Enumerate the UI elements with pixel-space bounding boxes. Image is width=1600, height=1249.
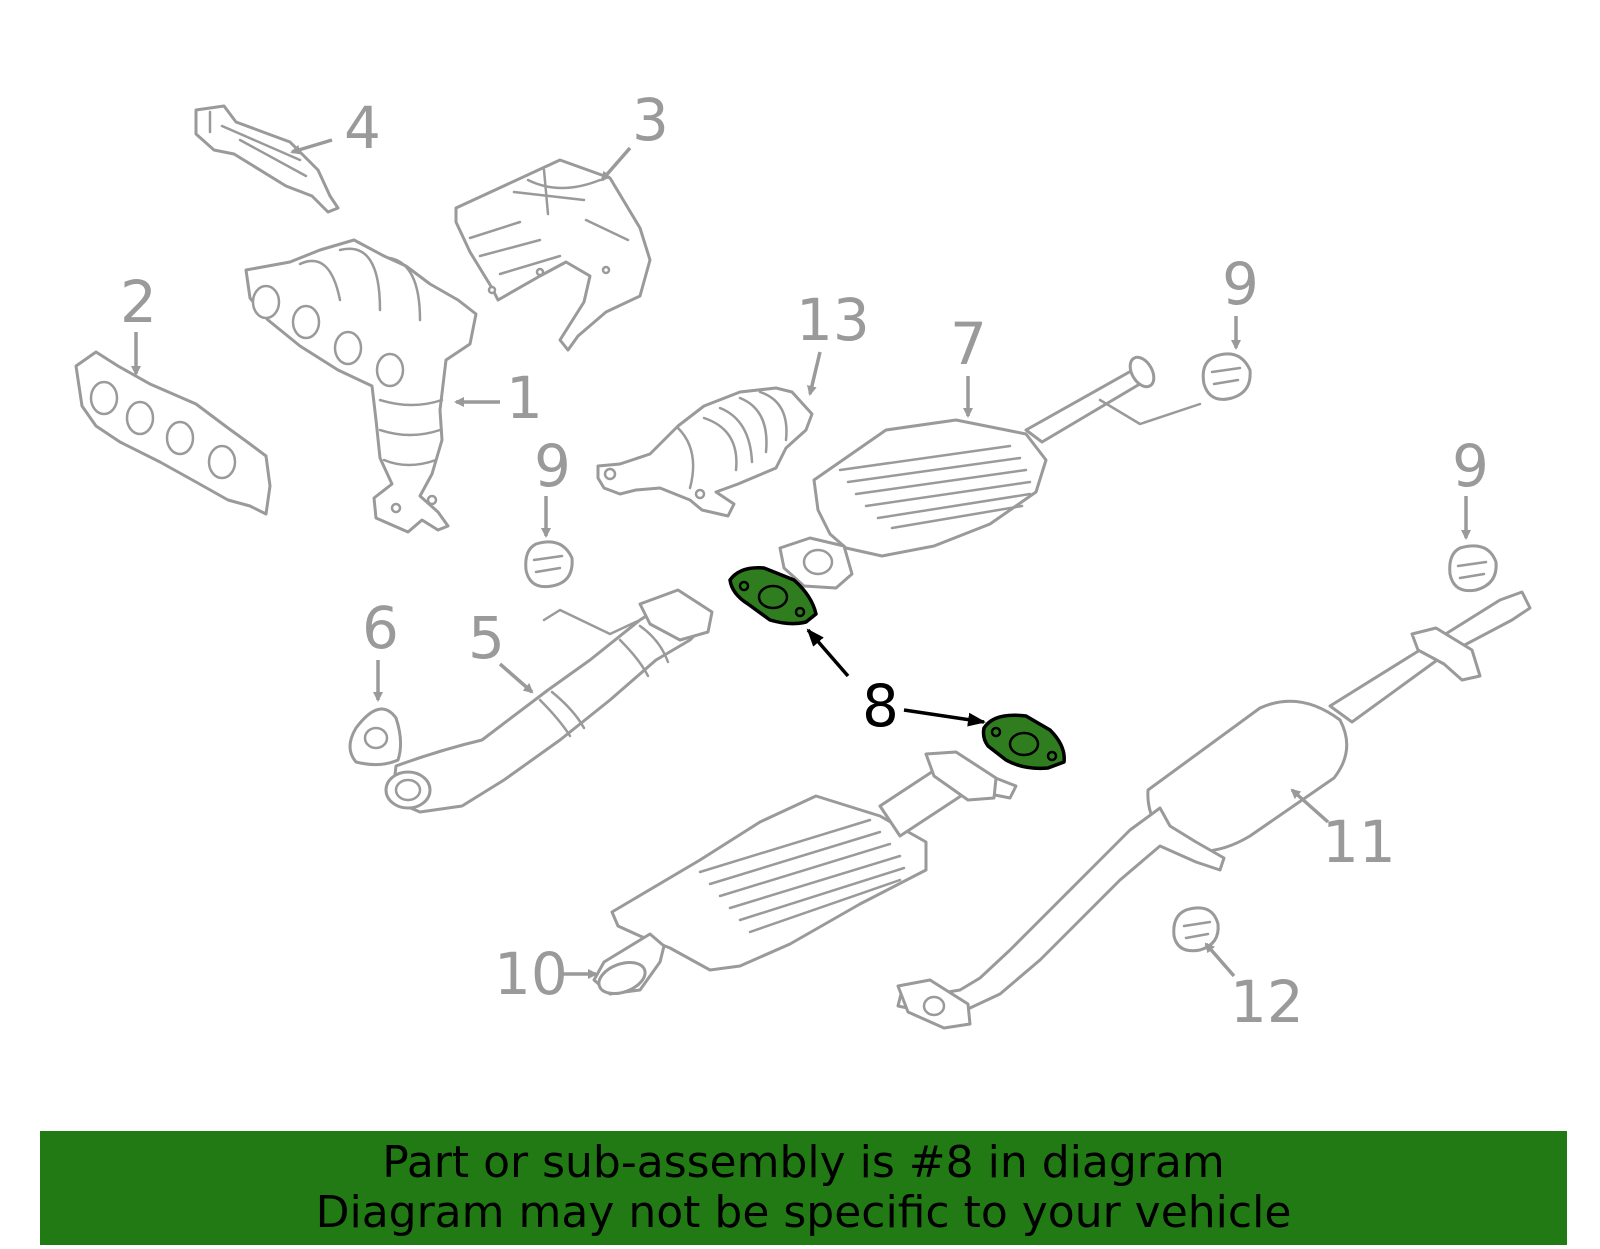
leader-lines [131, 138, 1471, 979]
callout-8: 8 [862, 672, 899, 740]
callout-4: 4 [344, 94, 381, 162]
callout-12: 12 [1230, 968, 1304, 1036]
part-8-gasket-lower [981, 713, 1066, 771]
exhaust-parts-diagram: 4 3 2 1 13 7 9 9 9 6 5 8 10 11 12 [74, 86, 1532, 1036]
part-9-hanger-top [1201, 352, 1252, 401]
callout-10: 10 [494, 940, 568, 1008]
part-6-gasket [348, 707, 403, 767]
callout-9-top: 9 [1222, 250, 1259, 318]
part-9-hanger-mid [524, 540, 574, 589]
callout-9-right: 9 [1452, 432, 1489, 500]
part-9-hanger-right [1448, 544, 1498, 593]
part-12-hanger [1172, 906, 1220, 953]
banner-line-2: Diagram may not be specific to your vehi… [315, 1187, 1292, 1238]
banner-line-1: Part or sub-assembly is #8 in diagram [382, 1137, 1225, 1188]
callout-11: 11 [1322, 808, 1396, 876]
part-10-center-muffler [592, 750, 1018, 996]
part-3-heat-shield [454, 158, 652, 352]
part-7-front-muffler [778, 355, 1202, 590]
callout-5: 5 [468, 604, 505, 672]
callout-3: 3 [632, 86, 669, 154]
part-1-exhaust-manifold [244, 238, 478, 534]
callout-1: 1 [506, 364, 543, 432]
callout-6: 6 [362, 594, 399, 662]
callout-7: 7 [950, 310, 987, 378]
part-2-manifold-gasket [74, 350, 272, 516]
part-8-gasket-upper [728, 566, 818, 626]
part-13-catalytic-converter [596, 386, 814, 518]
callout-13: 13 [796, 286, 870, 354]
part-11-rear-muffler [896, 590, 1532, 1030]
part-5-front-pipe [384, 588, 714, 814]
callout-9-mid: 9 [534, 432, 571, 500]
part-4-bracket [194, 104, 340, 214]
callout-labels: 4 3 2 1 13 7 9 9 9 6 5 8 10 11 12 [120, 86, 1489, 1036]
callout-2: 2 [120, 268, 157, 336]
info-banner: Part or sub-assembly is #8 in diagram Di… [40, 1131, 1567, 1245]
